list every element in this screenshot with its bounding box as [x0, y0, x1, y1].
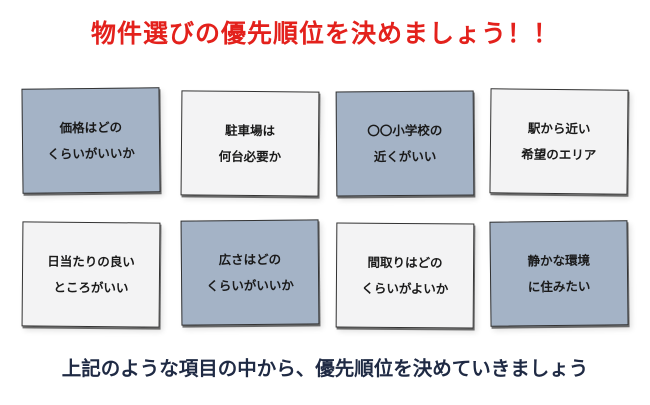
- card-sunlight-line2: ところがいい: [53, 279, 129, 295]
- card-layout-line2: くらいがよいか: [361, 280, 449, 296]
- card-price-line1: 価格はどの: [59, 119, 123, 135]
- card-size: 広さはどのくらいがいいか: [180, 219, 320, 326]
- card-school: 〇〇小学校の近くがいい: [335, 90, 475, 197]
- card-price-line2: くらいがいいか: [47, 145, 135, 161]
- card-quiet-line2: に住みたい: [527, 278, 591, 294]
- card-quiet-line1: 静かな環境: [527, 252, 591, 268]
- card-sunlight-line1: 日当たりの良い: [47, 253, 135, 269]
- card-parking-line2: 何台必要か: [218, 148, 282, 164]
- card-layout-line1: 間取りはどの: [367, 254, 443, 270]
- card-price: 価格はどのくらいがいいか: [21, 87, 161, 194]
- card-station-line1: 駅から近い: [527, 120, 591, 136]
- card-parking-line1: 駐車場は: [225, 122, 276, 138]
- card-quiet: 静かな環境に住みたい: [489, 220, 629, 327]
- card-parking: 駐車場は何台必要か: [180, 90, 320, 197]
- card-school-line1: 〇〇小学校の: [367, 122, 443, 138]
- footer-message: 上記のような項目の中から、優先順位を決めていきましょう: [61, 357, 589, 380]
- card-size-line1: 広さはどの: [218, 251, 282, 267]
- card-school-line2: 近くがいい: [373, 148, 437, 164]
- card-layout: 間取りはどのくらいがよいか: [335, 222, 475, 329]
- card-station: 駅から近い希望のエリア: [489, 88, 629, 195]
- card-station-line2: 希望のエリア: [521, 146, 597, 162]
- card-sunlight: 日当たりの良いところがいい: [21, 221, 161, 328]
- card-size-line2: くらいがいいか: [206, 277, 294, 293]
- page-title: 物件選びの優先順位を決めましょう！！: [90, 19, 559, 48]
